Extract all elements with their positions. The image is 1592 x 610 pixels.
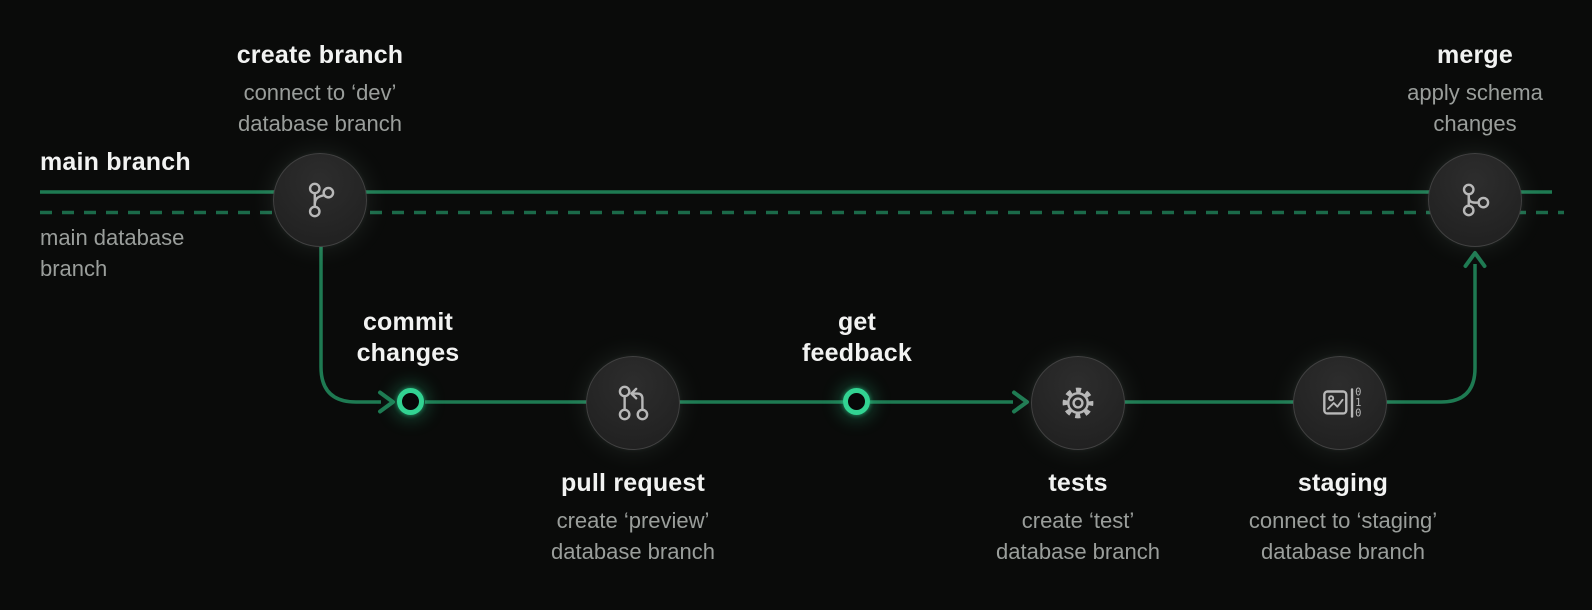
step-title: tests bbox=[1048, 469, 1108, 497]
pull-request-node bbox=[586, 356, 680, 450]
label-main-database-branch: main database branch bbox=[40, 222, 230, 284]
step-title: commit changes bbox=[356, 308, 460, 367]
git-pull-request-icon bbox=[618, 385, 649, 421]
git-branch-icon bbox=[308, 182, 335, 218]
step-title: get feedback bbox=[802, 308, 912, 367]
step-subtitle: create ‘test’ database branch bbox=[996, 508, 1160, 564]
merge-node bbox=[1428, 153, 1522, 247]
label-commit-changes: commit changes bbox=[348, 307, 468, 369]
step-title: create branch bbox=[236, 41, 404, 69]
git-merge-icon bbox=[1462, 183, 1490, 217]
feature-branch-out-curve bbox=[319, 246, 381, 404]
label-tests: tests create ‘test’ database branch bbox=[978, 468, 1178, 567]
create-branch-node bbox=[273, 153, 367, 247]
label-staging: staging connect to ‘staging’ database br… bbox=[1218, 468, 1468, 567]
step-title: merge bbox=[1436, 41, 1514, 69]
label-merge: merge apply schema changes bbox=[1385, 40, 1565, 139]
step-subtitle: apply schema changes bbox=[1407, 80, 1543, 136]
branch-title: main branch bbox=[40, 148, 191, 176]
staging-to-merge-curve bbox=[1386, 264, 1477, 404]
arrow-right-icon bbox=[378, 390, 395, 414]
arrow-up-icon bbox=[1463, 251, 1487, 268]
step-subtitle: connect to ‘staging’ database branch bbox=[1248, 508, 1438, 564]
label-get-feedback: get feedback bbox=[797, 307, 917, 369]
tests-node bbox=[1031, 356, 1125, 450]
staging-node: 0 1 0 bbox=[1293, 356, 1387, 450]
label-pull-request: pull request create ‘preview’ database b… bbox=[528, 468, 738, 567]
step-title: staging bbox=[1297, 469, 1389, 497]
data-preview-icon: 0 1 0 bbox=[1323, 387, 1361, 420]
label-create-branch: create branch connect to ‘dev’ database … bbox=[210, 40, 430, 139]
label-main-branch: main branch bbox=[40, 147, 191, 178]
svg-text:0: 0 bbox=[1355, 408, 1361, 420]
arrow-right-icon bbox=[1012, 390, 1029, 414]
commit-changes-node bbox=[397, 388, 424, 415]
step-title: pull request bbox=[560, 469, 706, 497]
svg-text:1: 1 bbox=[1355, 397, 1361, 409]
step-subtitle: connect to ‘dev’ database branch bbox=[238, 80, 402, 136]
step-subtitle: create ‘preview’ database branch bbox=[551, 508, 715, 564]
svg-text:0: 0 bbox=[1355, 387, 1361, 399]
gear-icon bbox=[1062, 387, 1094, 419]
branch-subtitle: main database branch bbox=[40, 225, 185, 281]
get-feedback-node bbox=[843, 388, 870, 415]
